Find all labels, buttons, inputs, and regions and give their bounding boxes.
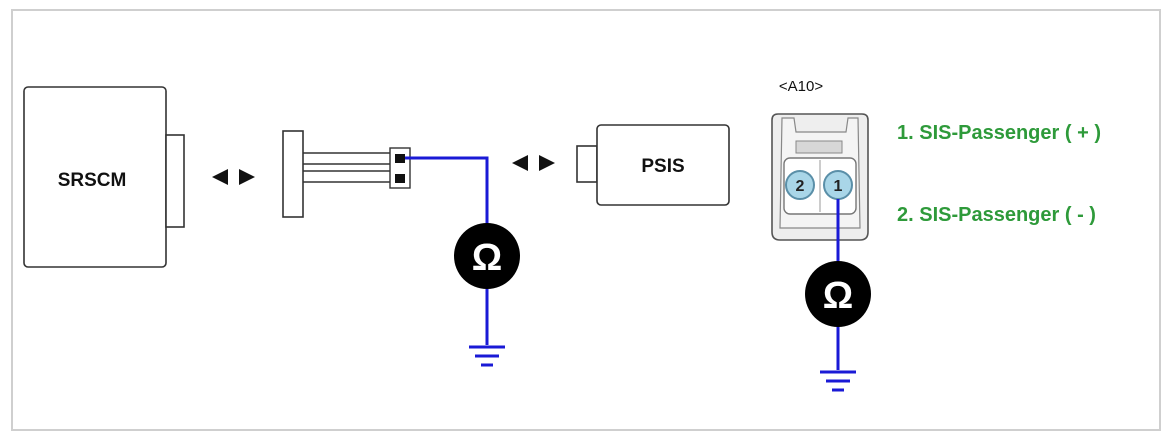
psis-label: PSIS <box>641 156 684 177</box>
ohm-meter-icon: Ω <box>805 261 871 327</box>
harness-pin-lower <box>395 174 405 183</box>
connector-id-label: <A10> <box>779 78 823 95</box>
srscm-module: SRSCM <box>23 86 185 268</box>
pin-2-number: 2 <box>796 178 805 195</box>
ground-icon <box>820 370 856 392</box>
harness-connector <box>282 130 411 218</box>
connector-pin-1: 1 <box>823 170 853 200</box>
psis-sensor: PSIS <box>576 124 730 206</box>
ohm-meter-icon: Ω <box>454 223 520 289</box>
diagram-frame <box>11 9 1161 431</box>
connector-a10: 2 1 <box>771 113 869 241</box>
connector-pin-2: 2 <box>785 170 815 200</box>
pin-1-number: 1 <box>834 178 843 195</box>
harness-pin-upper <box>395 154 405 163</box>
bidirectional-arrow-icon <box>512 155 555 171</box>
ground-icon <box>469 345 505 367</box>
bidirectional-arrow-icon <box>212 169 255 185</box>
ohm-symbol-right: Ω <box>823 275 853 317</box>
pin-2-description: 2. SIS-Passenger ( - ) <box>897 204 1096 226</box>
ohm-symbol-left: Ω <box>472 237 502 279</box>
srscm-label: SRSCM <box>58 170 127 191</box>
test-wire-left <box>405 156 489 225</box>
pin-1-description: 1. SIS-Passenger ( + ) <box>897 122 1101 144</box>
